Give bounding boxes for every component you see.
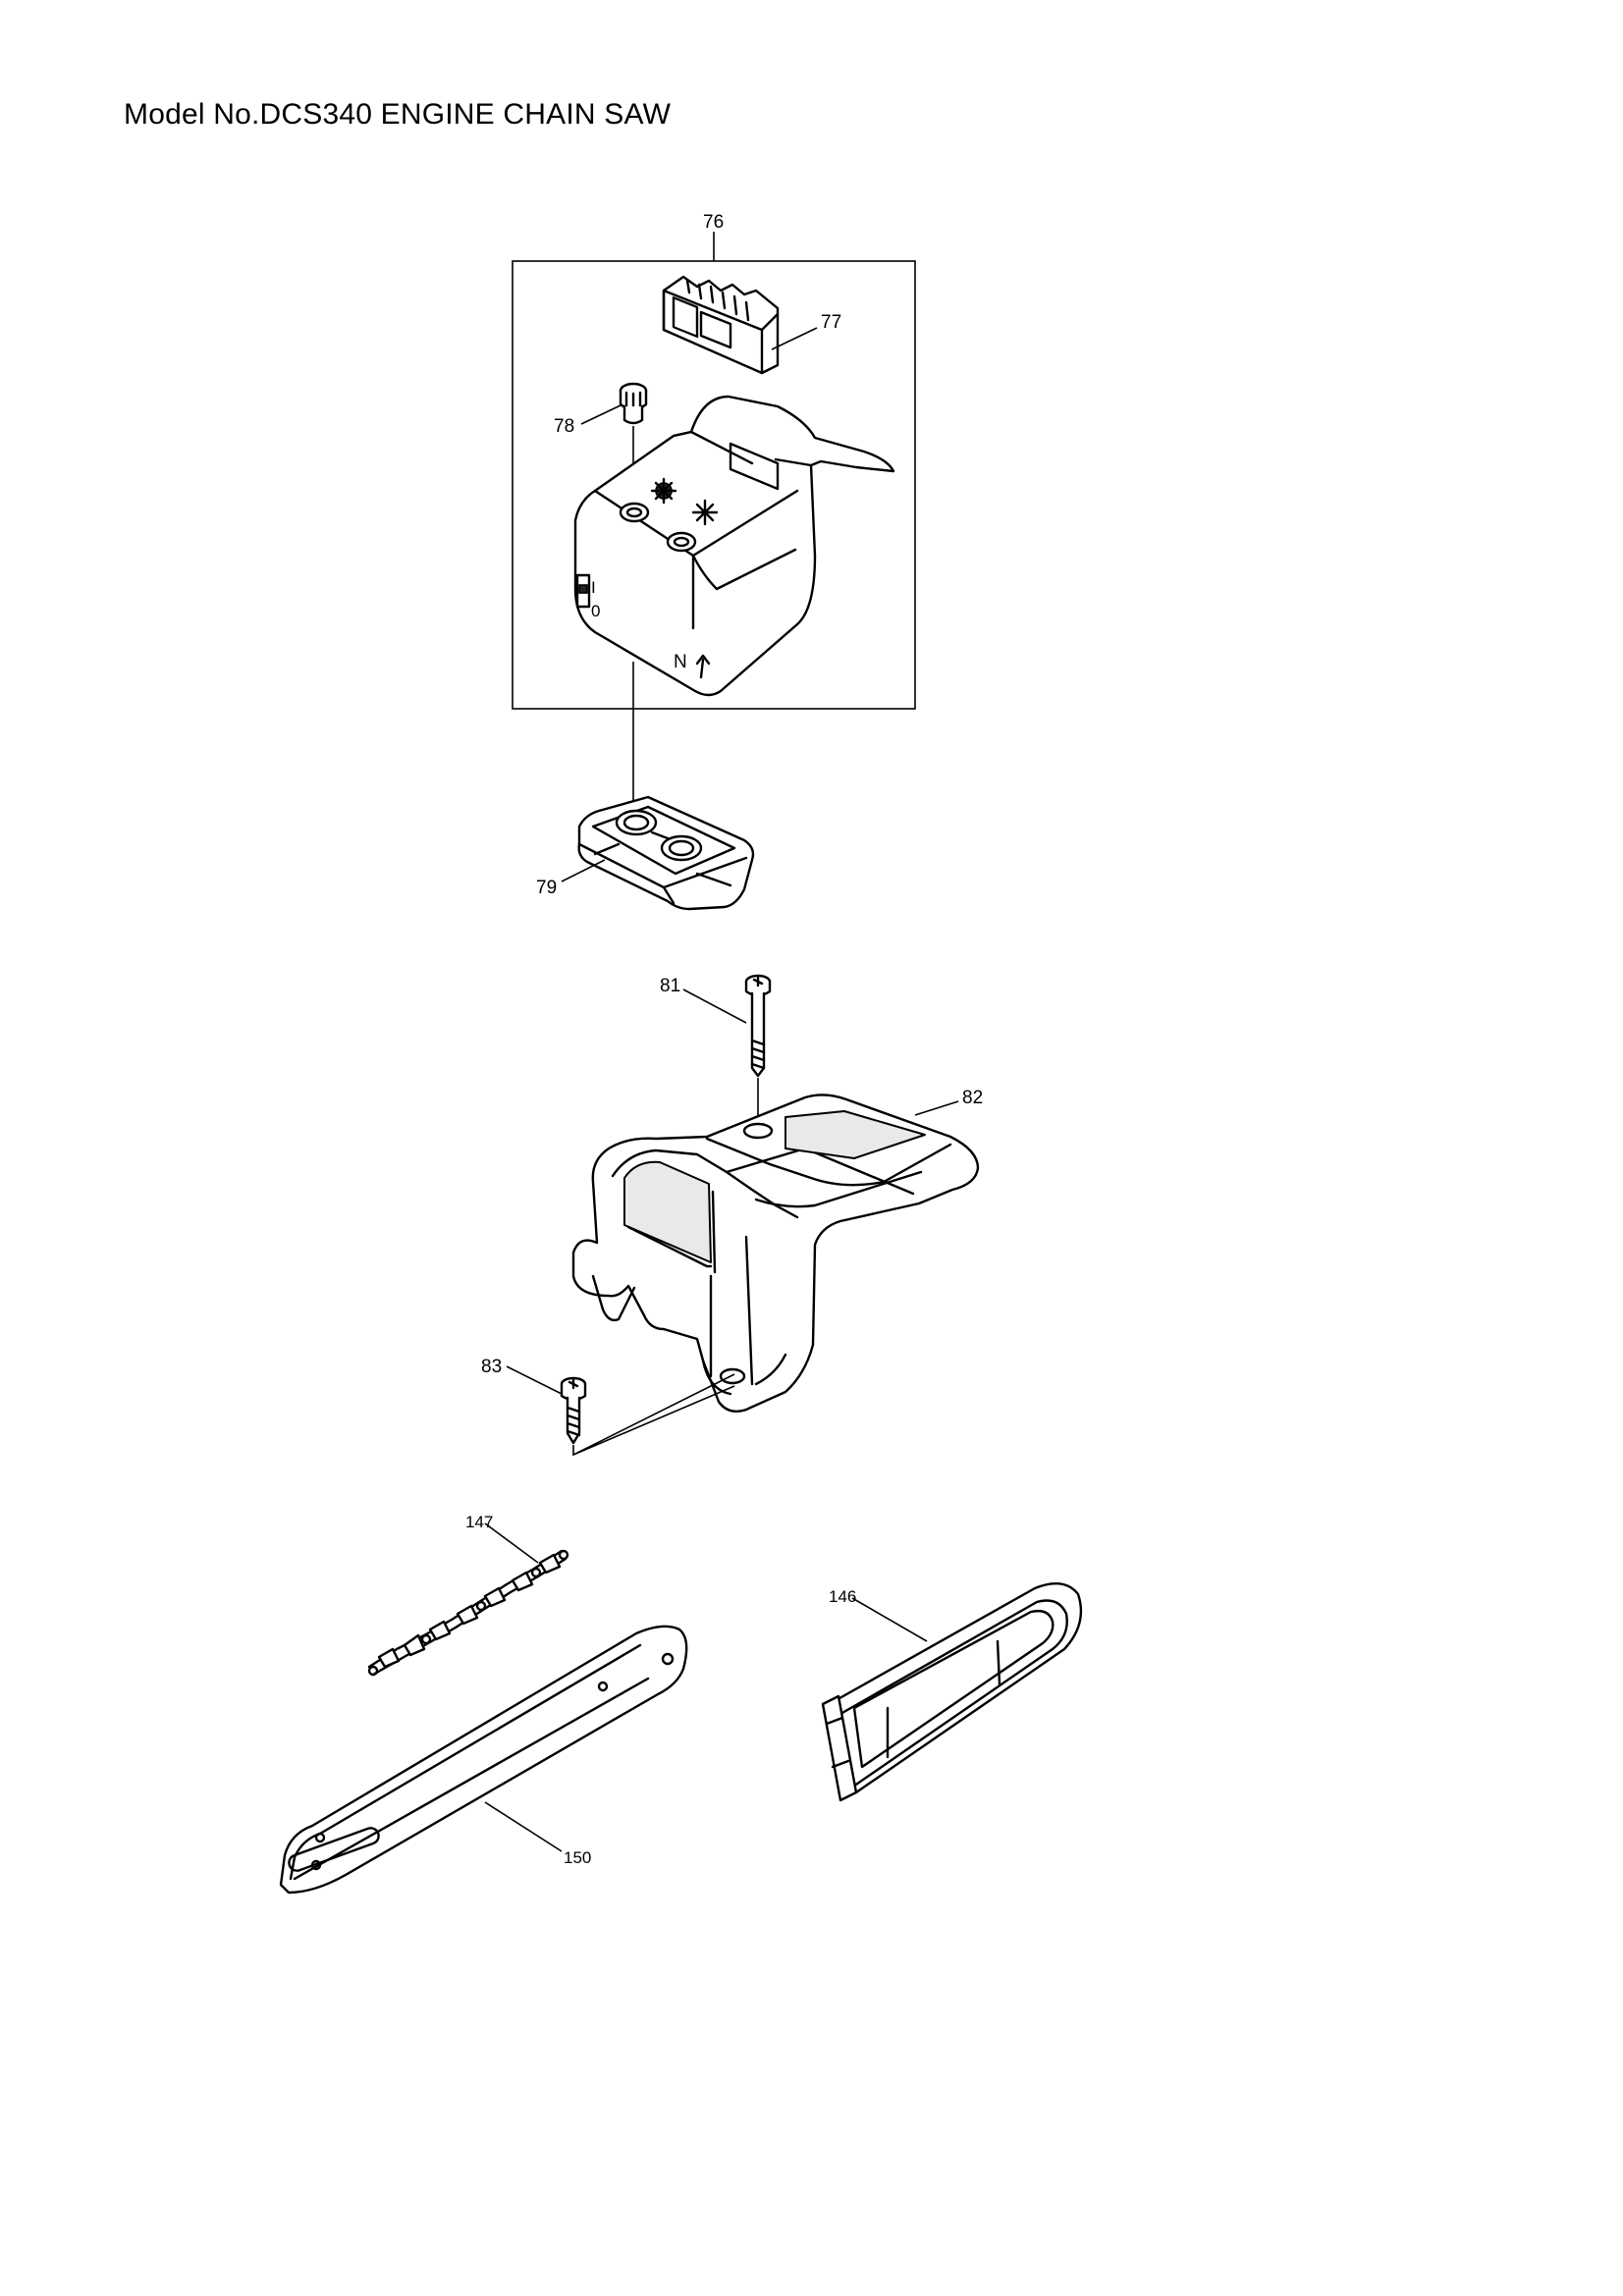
part-76-top-cover: I 0 N: [573, 395, 895, 697]
part-82-chain-cover: [571, 1094, 980, 1413]
part-label-78: 78: [554, 416, 574, 437]
part-81-screw: [744, 974, 772, 1078]
switch-mark-o: 0: [591, 602, 600, 620]
leader-82: [914, 1100, 959, 1116]
leader-83: [506, 1365, 563, 1395]
part-label-146: 146: [829, 1587, 856, 1606]
leader-150: [484, 1801, 563, 1852]
part-146-bar-scabbard: [821, 1582, 1083, 1802]
leader-83-axis: [572, 1373, 735, 1457]
part-label-81: 81: [660, 976, 680, 996]
part-label-83: 83: [481, 1357, 502, 1377]
part-147-saw-chain: [367, 1549, 569, 1677]
leader-77: [771, 327, 818, 350]
leader-81: [682, 988, 747, 1024]
part-83-screw: [560, 1376, 587, 1445]
part-label-79: 79: [536, 878, 557, 898]
part-label-147: 147: [465, 1513, 493, 1531]
page-title: Model No.DCS340 ENGINE CHAIN SAW: [124, 98, 672, 131]
cover-n-mark: N: [674, 652, 687, 672]
part-150-guide-bar: [279, 1625, 688, 1895]
part-77-grille: [662, 275, 780, 375]
leader-147: [484, 1522, 539, 1564]
part-label-82: 82: [962, 1088, 983, 1108]
leader-79: [561, 859, 606, 882]
part-label-76: 76: [703, 212, 724, 233]
switch-mark-i: I: [591, 578, 596, 597]
part-label-150: 150: [564, 1848, 591, 1867]
leader-146: [851, 1597, 928, 1642]
part-label-77: 77: [821, 312, 841, 333]
leader-78: [580, 403, 623, 425]
part-79-filter-base: [577, 795, 755, 911]
part-78-knob: [619, 382, 648, 425]
